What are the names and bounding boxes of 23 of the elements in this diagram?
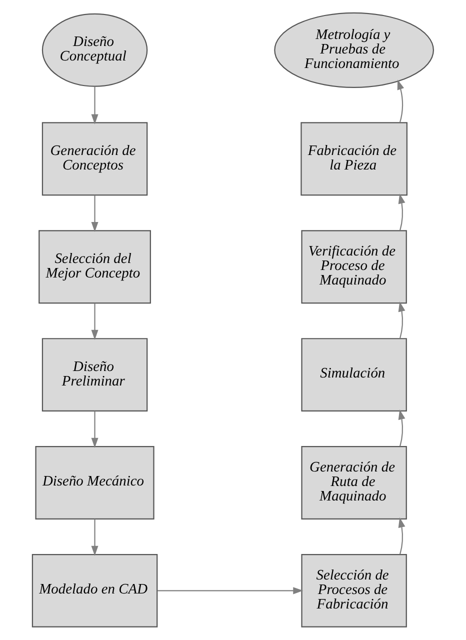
arrow xyxy=(91,86,98,124)
node-box: Generación de Ruta de Maquinado xyxy=(301,446,407,520)
node-box: Selección del Mejor Concepto xyxy=(38,230,151,304)
node-box: Verificación de Proceso de Maquinado xyxy=(301,230,407,304)
arrow xyxy=(91,411,98,448)
arrow xyxy=(398,194,406,230)
arrow xyxy=(91,195,98,232)
arrow xyxy=(398,517,406,554)
arrow xyxy=(158,587,304,594)
arrow xyxy=(398,409,406,446)
node-box: Diseño Mecánico xyxy=(35,446,154,520)
node-ellipse: Metrología y Pruebas de Funcionamiento xyxy=(274,12,434,88)
arrow xyxy=(91,519,98,556)
node-box: Generación de Conceptos xyxy=(42,122,148,196)
arrow xyxy=(91,303,98,340)
node-box: Modelado en CAD xyxy=(32,554,158,628)
node-box: Fabricación de la Pieza xyxy=(300,122,408,196)
arrow xyxy=(397,80,404,123)
node-ellipse: Diseño Conceptual xyxy=(42,13,148,87)
node-box: Simulación xyxy=(301,338,407,412)
node-box: Selección de Procesos de Fabricación xyxy=(301,554,407,628)
arrow xyxy=(398,302,406,338)
node-box: Diseño Preliminar xyxy=(42,338,148,412)
